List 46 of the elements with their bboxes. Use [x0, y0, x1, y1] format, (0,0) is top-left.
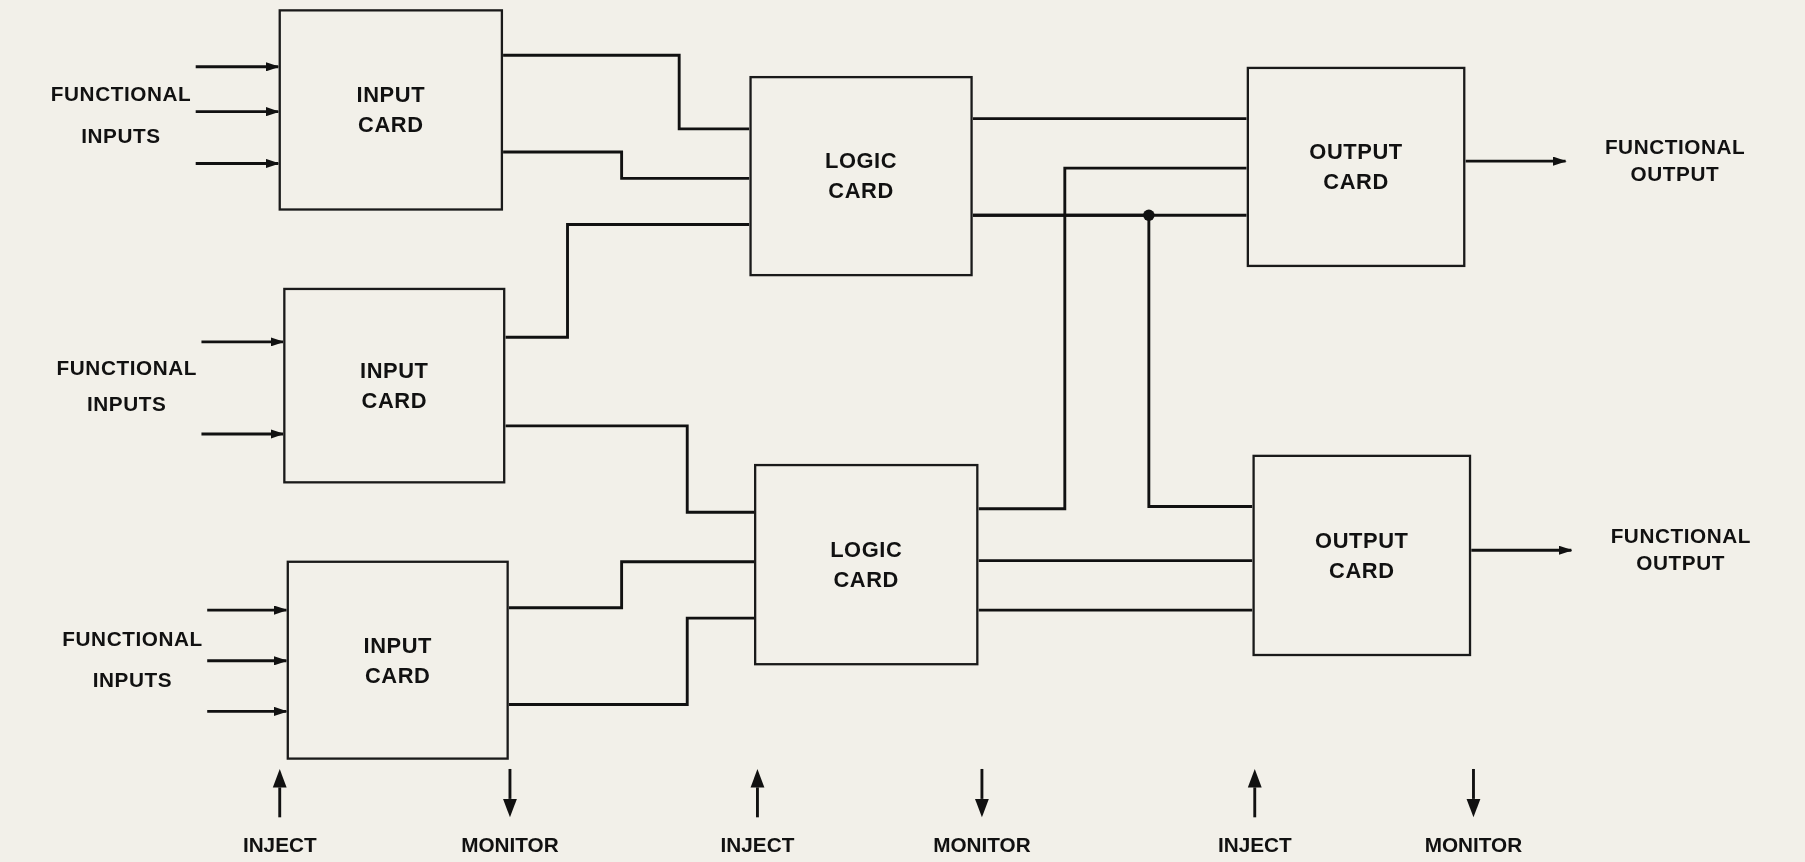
signal-label: INJECT [720, 834, 795, 859]
arrow [195, 107, 280, 117]
card-label: OUTPUT CARD [1309, 138, 1403, 196]
connector-line [978, 608, 1253, 612]
signal-label: FUNCTIONAL INPUTS [62, 626, 203, 694]
connector-line [505, 223, 750, 339]
connector-line [505, 424, 754, 514]
card-box [286, 560, 509, 760]
card-label: LOGIC CARD [830, 536, 903, 594]
connector-line [972, 213, 1253, 508]
card-box [1246, 66, 1466, 268]
arrow [1471, 545, 1573, 555]
signal-label: INJECT [242, 834, 317, 859]
arrow [207, 605, 288, 615]
signal-label: FUNCTIONAL INPUTS [56, 356, 197, 418]
card-box [1252, 454, 1472, 657]
connector-line [978, 166, 1247, 511]
arrow [195, 62, 280, 72]
card-label: INPUT CARD [360, 357, 429, 415]
connector-line [503, 150, 750, 180]
arrow [207, 706, 288, 716]
signal-label: FUNCTIONAL OUTPUT [1604, 134, 1745, 188]
signal-label: MONITOR [1424, 834, 1523, 859]
card-label: INPUT CARD [363, 631, 432, 689]
arrow [195, 158, 280, 169]
arrow [207, 656, 288, 666]
connector-line [972, 117, 1247, 120]
card-box [283, 287, 506, 484]
card-label: INPUT CARD [356, 81, 426, 139]
connector-line [508, 560, 754, 610]
signal-label: MONITOR [933, 834, 1031, 859]
card-box [749, 76, 973, 277]
card-box [278, 9, 504, 211]
arrow [1465, 156, 1567, 166]
card-label: OUTPUT CARD [1315, 527, 1409, 584]
signal-label: INJECT [1217, 834, 1292, 859]
connector-line [978, 559, 1253, 563]
connector-line [503, 53, 750, 131]
arrow [201, 429, 285, 439]
card-box [754, 463, 979, 666]
signal-label: FUNCTIONAL INPUTS [50, 81, 191, 150]
connector-line [508, 616, 754, 706]
signal-label: MONITOR [461, 834, 559, 859]
card-label: LOGIC CARD [825, 147, 898, 205]
arrow [201, 337, 285, 347]
signal-label: FUNCTIONAL OUTPUT [1610, 523, 1751, 577]
